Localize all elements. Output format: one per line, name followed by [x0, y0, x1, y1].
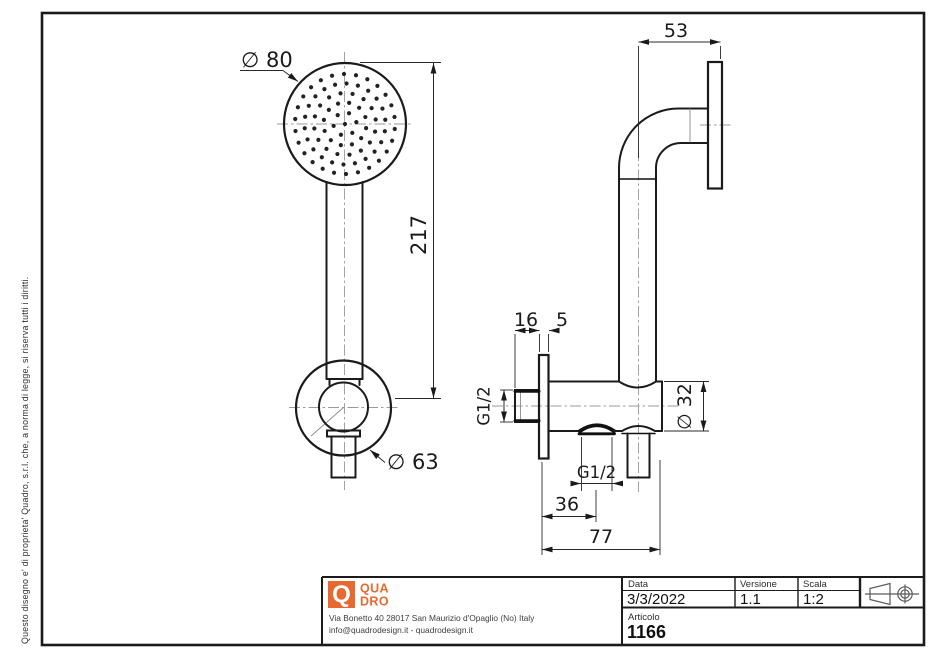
side-centerlines: [492, 124, 731, 492]
svg-text:5: 5: [556, 309, 568, 331]
article-value: 1166: [627, 622, 666, 642]
ownership-disclaimer: Questo disegno e' di proprieta' Quadro, …: [20, 277, 30, 644]
address-line1: Via Bonetto 40 28017 San Maurizio d'Opag…: [329, 613, 535, 623]
drawing-frame: [40, 11, 926, 647]
handle: [325, 181, 364, 386]
svg-text:∅ 80: ∅ 80: [241, 48, 293, 72]
wall-flange-side: [513, 353, 550, 460]
svg-text:G1/2: G1/2: [577, 463, 616, 482]
logo-q: Q: [332, 581, 351, 608]
dim-length: 217: [360, 62, 441, 399]
quadro-logo: Q QUA DRO: [328, 581, 389, 609]
svg-text:217: 217: [407, 215, 431, 255]
side-view: 53 16 5 G1/2 ∅ 32: [475, 20, 731, 555]
svg-text:G1/2: G1/2: [475, 386, 494, 425]
logo-text-top: QUA: [360, 582, 389, 596]
handle-tube-side: [618, 107, 709, 383]
head-disc-side: [706, 60, 724, 190]
dim-head-offset: 53: [638, 20, 721, 158]
dim-body-diameter: ∅ 32: [664, 381, 709, 432]
projection-symbol-icon: [865, 582, 919, 606]
svg-text:36: 36: [555, 494, 579, 516]
spray-dots: [293, 71, 397, 177]
title-block: Q QUA DRO Via Bonetto 40 28017 San Mauri…: [321, 576, 924, 645]
dim-head-diameter: ∅ 80: [240, 48, 299, 82]
dim-total-depth: 77: [541, 460, 661, 555]
front-view: ∅ 80 217 ∅ 63: [240, 48, 441, 490]
svg-text:53: 53: [664, 20, 688, 42]
bracket-body-side: [547, 380, 663, 479]
logo-text-bottom: DRO: [360, 595, 389, 609]
svg-text:∅ 32: ∅ 32: [674, 383, 696, 430]
shower-head-outline: [282, 61, 408, 187]
svg-text:∅ 63: ∅ 63: [387, 450, 439, 474]
dim-thread-and-flange: 16 5: [514, 309, 568, 388]
article-label: Articolo: [628, 612, 660, 623]
svg-text:77: 77: [589, 526, 613, 548]
scale-label: Scala: [803, 579, 827, 590]
date-value: 3/3/2022: [627, 591, 685, 608]
wall-bracket: [294, 359, 393, 479]
logo-square: [328, 581, 355, 608]
dim-inlet-thread: G1/2: [475, 386, 513, 426]
dim-outlet-thread: G1/2: [570, 437, 623, 491]
address-line2: info@quadrodesign.it - quadrodesign.it: [329, 625, 474, 635]
svg-text:16: 16: [514, 309, 538, 331]
dim-bracket-diameter: ∅ 63: [369, 449, 439, 474]
version-value: 1.1: [740, 591, 761, 608]
version-label: Versione: [740, 579, 777, 590]
scale-value: 1:2: [803, 591, 824, 608]
date-label: Data: [628, 579, 649, 590]
dim-outlet-offset: 36: [541, 462, 597, 522]
